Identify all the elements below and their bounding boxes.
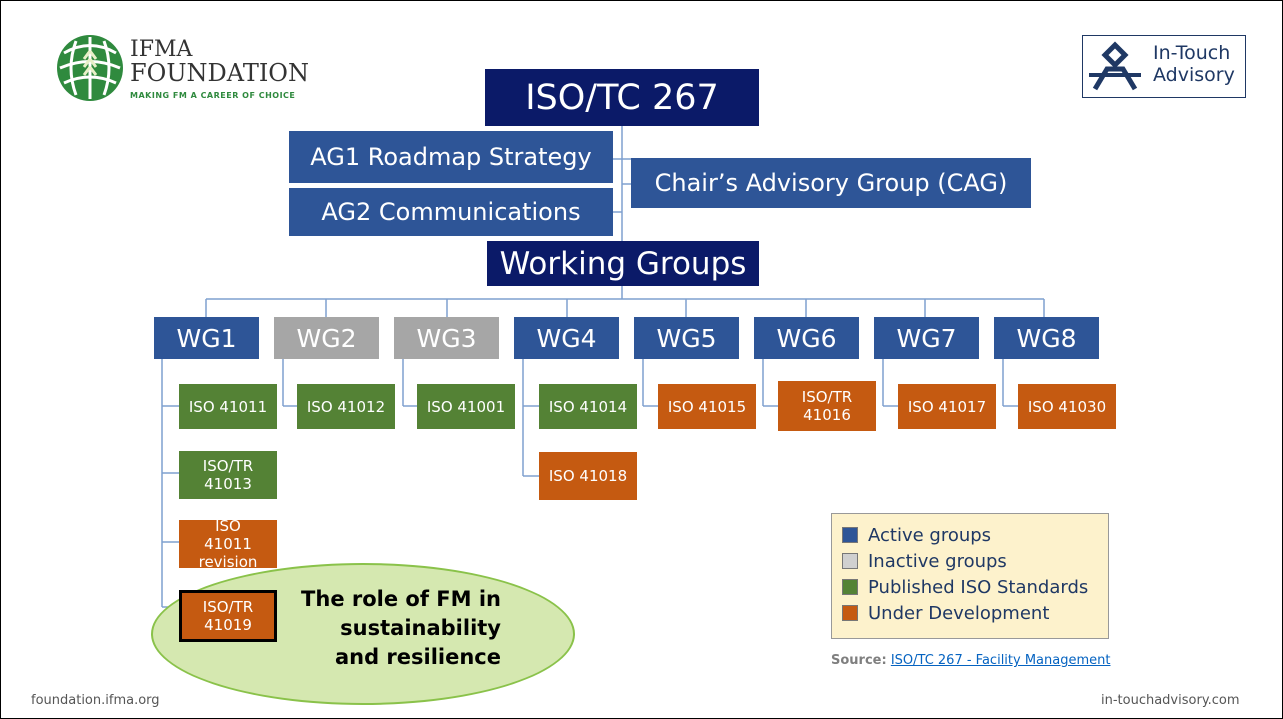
legend-label-published: Published ISO Standards — [868, 576, 1089, 598]
standard-iso-41015: ISO 41015 — [658, 384, 756, 429]
legend-item-active: Active groups — [842, 522, 1098, 548]
standard-iso-41030: ISO 41030 — [1018, 384, 1116, 429]
footer-left: foundation.ifma.org — [31, 693, 160, 708]
legend-swatch-published — [842, 579, 858, 595]
source-link[interactable]: ISO/TC 267 - Facility Management — [890, 653, 1111, 668]
legend-item-development: Under Development — [842, 600, 1098, 626]
legend-swatch-inactive — [842, 553, 858, 569]
legend-item-published: Published ISO Standards — [842, 574, 1098, 600]
standard-iso-tr-41013: ISO/TR 41013 — [179, 451, 277, 499]
ifma-foundation: FOUNDATION — [130, 59, 309, 87]
ifma-tagline: MAKING FM A CAREER OF CHOICE — [130, 91, 296, 100]
standard-iso-41014: ISO 41014 — [539, 384, 637, 429]
legend-label-development: Under Development — [868, 602, 1050, 624]
ifma-logo: IFMA FOUNDATION MAKING FM A CAREER OF CH… — [54, 31, 314, 111]
wg4-box: WG4 — [514, 317, 619, 359]
standard-iso-tr-41019: ISO/TR 41019 — [179, 590, 277, 642]
legend-label-active: Active groups — [868, 524, 992, 546]
standard-iso-41011: ISO 41011 — [179, 384, 277, 429]
cag-box: Chair’s Advisory Group (CAG) — [631, 158, 1031, 208]
wg5-box: WG5 — [634, 317, 739, 359]
callout-text: The role of FM in sustainability and res… — [301, 587, 501, 669]
legend: Active groups Inactive groups Published … — [831, 513, 1109, 639]
standard-iso-41011-revision: ISO 41011 revision — [179, 517, 277, 571]
globe-icon — [57, 35, 123, 101]
legend-label-inactive: Inactive groups — [868, 550, 1007, 572]
ag2-box: AG2 Communications — [289, 188, 613, 236]
working-groups-box: Working Groups — [487, 241, 759, 286]
wg3-box: WG3 — [394, 317, 499, 359]
ag1-box: AG1 Roadmap Strategy — [289, 131, 613, 183]
source-label: Source: — [831, 653, 887, 668]
legend-item-inactive: Inactive groups — [842, 548, 1098, 574]
footer-right: in-touchadvisory.com — [1101, 693, 1240, 708]
standard-iso-41017: ISO 41017 — [898, 384, 996, 429]
wg6-box: WG6 — [754, 317, 859, 359]
wg7-box: WG7 — [874, 317, 979, 359]
standard-iso-41001: ISO 41001 — [417, 384, 515, 429]
intouch-logo: In-Touch Advisory — [1082, 35, 1246, 98]
intouch-line1: In-Touch — [1153, 42, 1231, 64]
advisory-figure-icon — [1089, 41, 1141, 93]
standard-iso-41018: ISO 41018 — [539, 452, 637, 500]
wg2-box: WG2 — [274, 317, 379, 359]
legend-swatch-active — [842, 527, 858, 543]
standard-iso-41012: ISO 41012 — [297, 384, 395, 429]
wg8-box: WG8 — [994, 317, 1099, 359]
wg1-box: WG1 — [154, 317, 259, 359]
tc-box: ISO/TC 267 — [485, 69, 759, 126]
legend-swatch-development — [842, 605, 858, 621]
intouch-line2: Advisory — [1153, 64, 1235, 86]
standard-iso-tr-41016: ISO/TR 41016 — [778, 381, 876, 431]
source-line: Source: ISO/TC 267 - Facility Management — [831, 653, 1110, 668]
ifma-name: IFMA — [130, 37, 193, 62]
